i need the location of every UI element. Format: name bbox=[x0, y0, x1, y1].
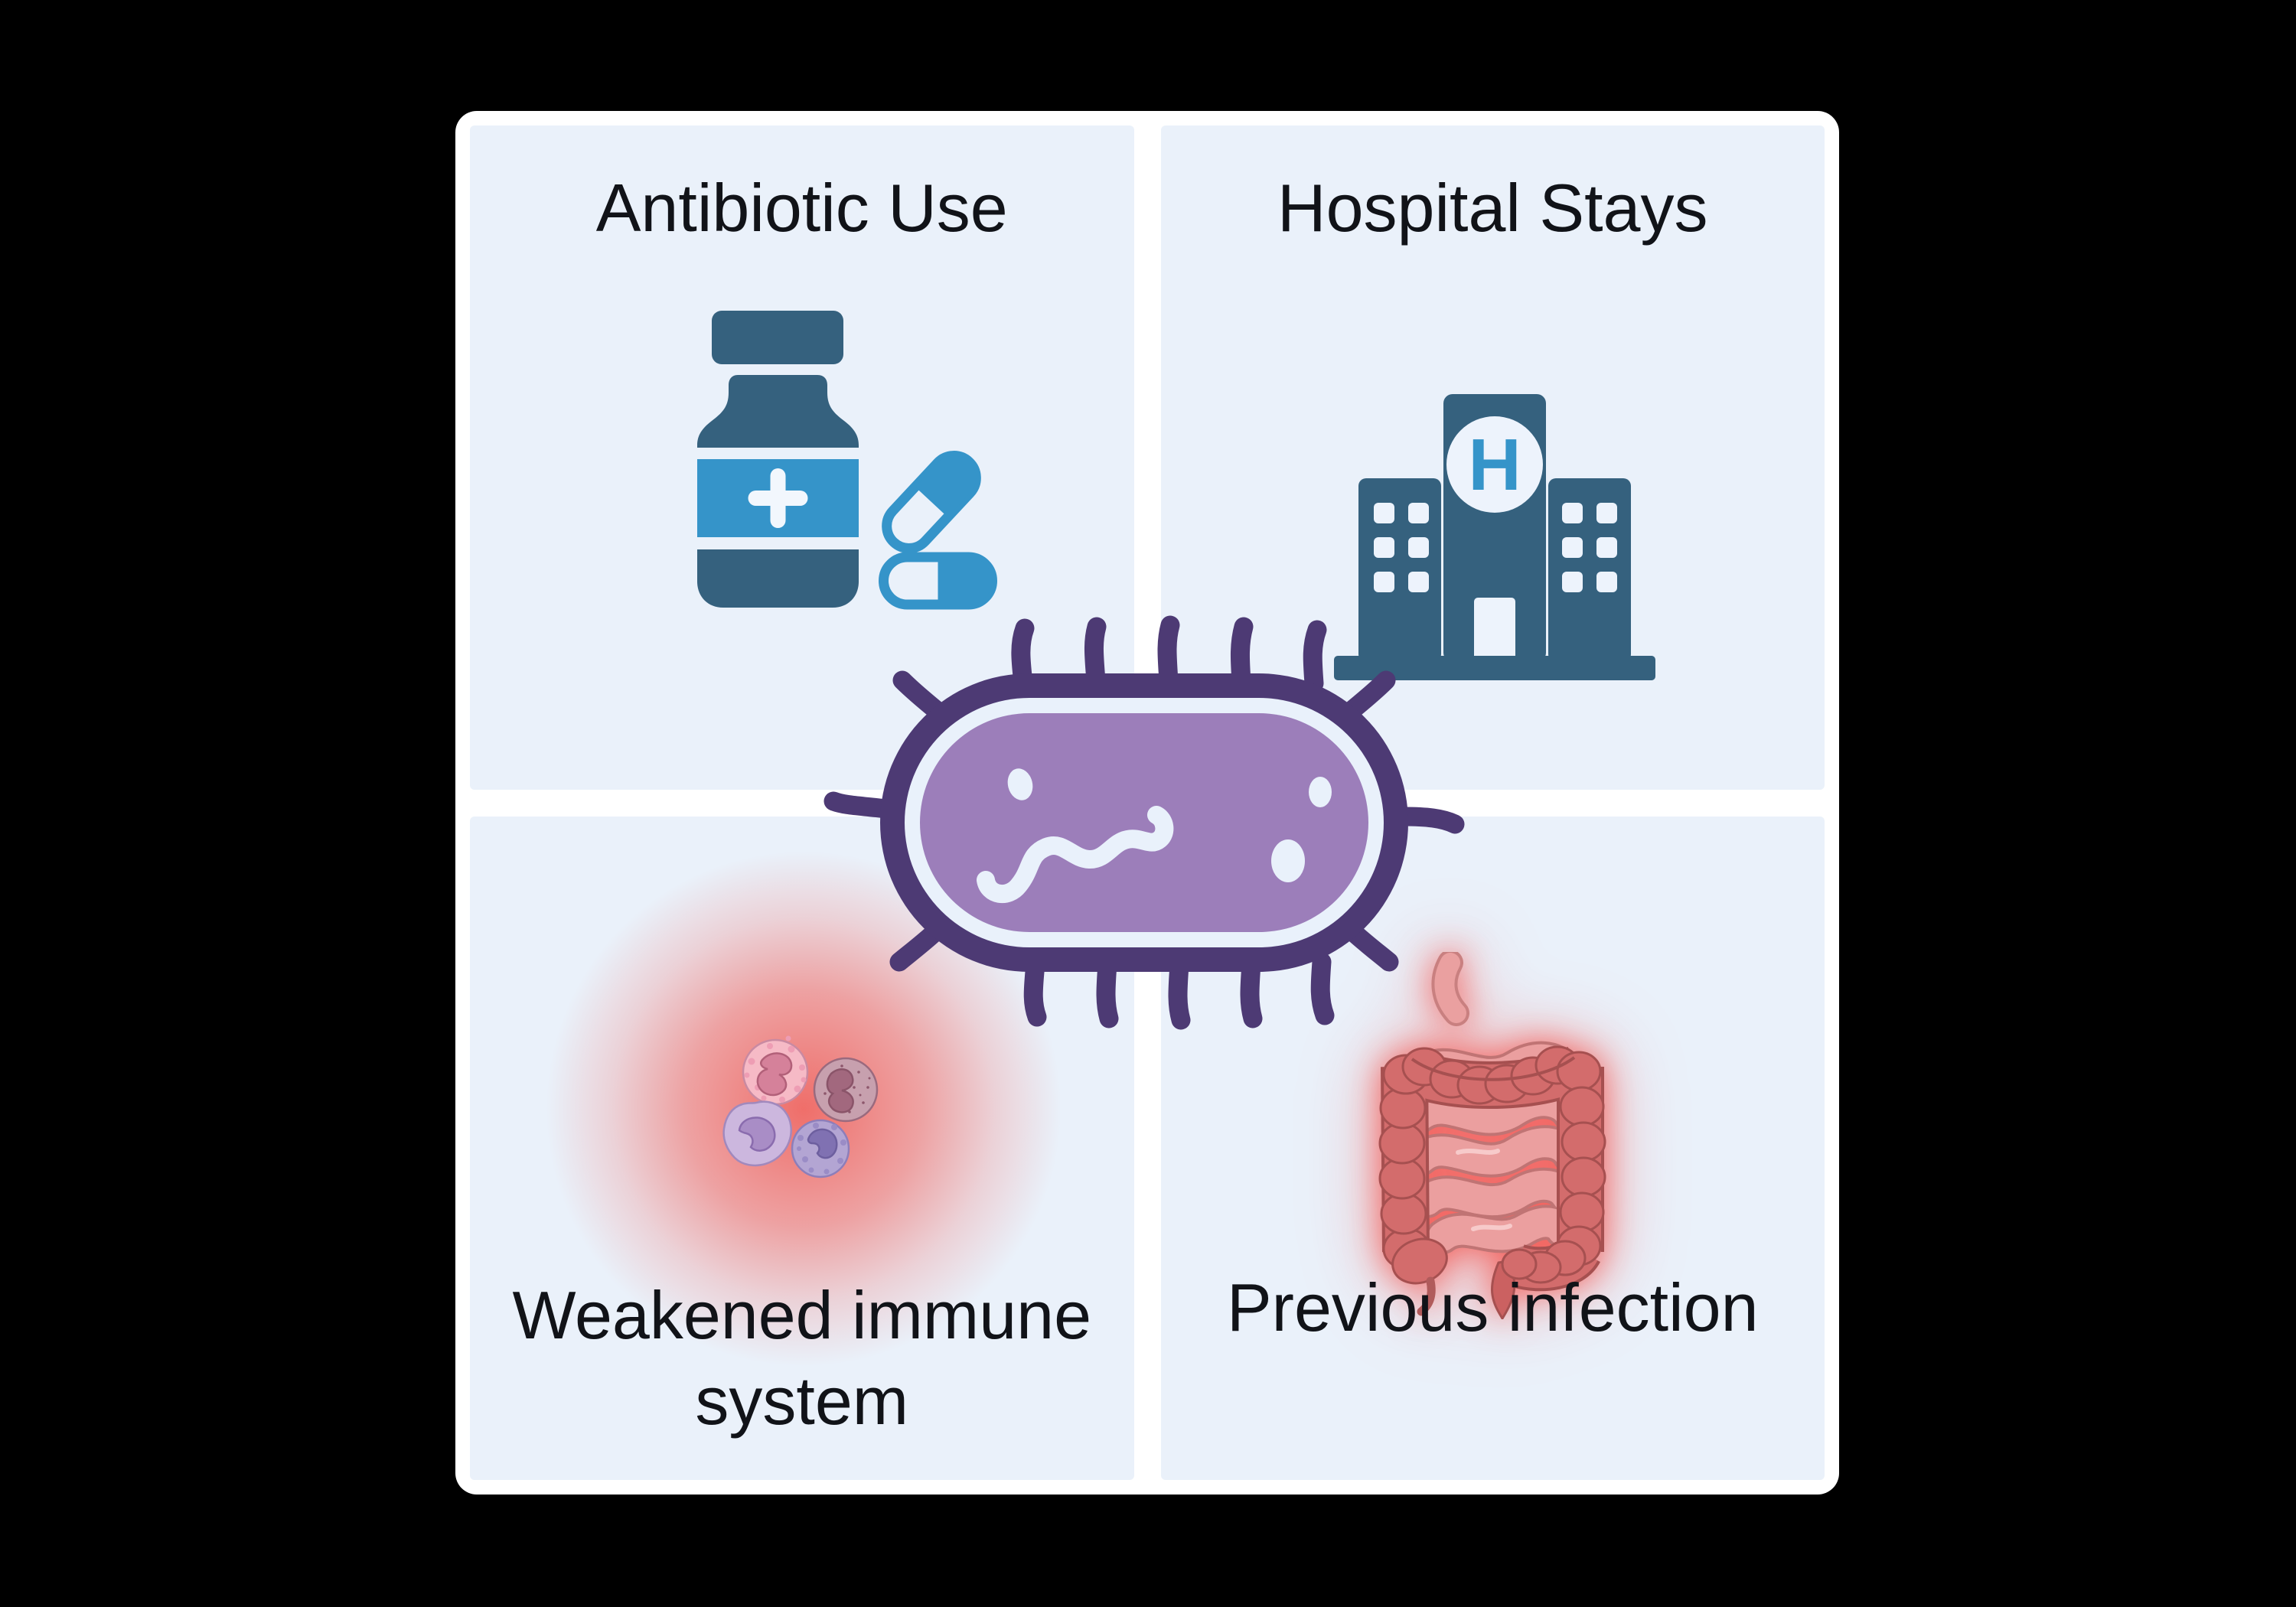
intestines-icon bbox=[1378, 951, 1606, 1319]
weakened-immune-label: Weakened immune system bbox=[512, 1276, 1092, 1439]
bacterium-icon bbox=[823, 615, 1465, 1030]
previous-infection-label: Previous infection bbox=[1226, 1269, 1759, 1345]
previous-infection-title: Previous infection bbox=[1161, 1265, 1825, 1351]
risk-factor-card: Antibiotic Use bbox=[455, 111, 1839, 1495]
white-blood-cells-icon bbox=[722, 1035, 879, 1178]
hospital-building-icon: H bbox=[1333, 394, 1655, 680]
weakened-immune-title: Weakened immune system bbox=[470, 1273, 1134, 1444]
panel-antibiotic-use: Antibiotic Use bbox=[470, 125, 1134, 790]
antibiotic-use-label: Antibiotic Use bbox=[595, 170, 1008, 246]
hospital-stays-label: Hospital Stays bbox=[1277, 170, 1708, 246]
hospital-stays-title: Hospital Stays bbox=[1161, 165, 1825, 251]
antibiotic-use-title: Antibiotic Use bbox=[470, 165, 1134, 251]
medicine-bottle-capsules-icon bbox=[697, 311, 997, 610]
hospital-h-letter: H bbox=[1468, 424, 1521, 506]
